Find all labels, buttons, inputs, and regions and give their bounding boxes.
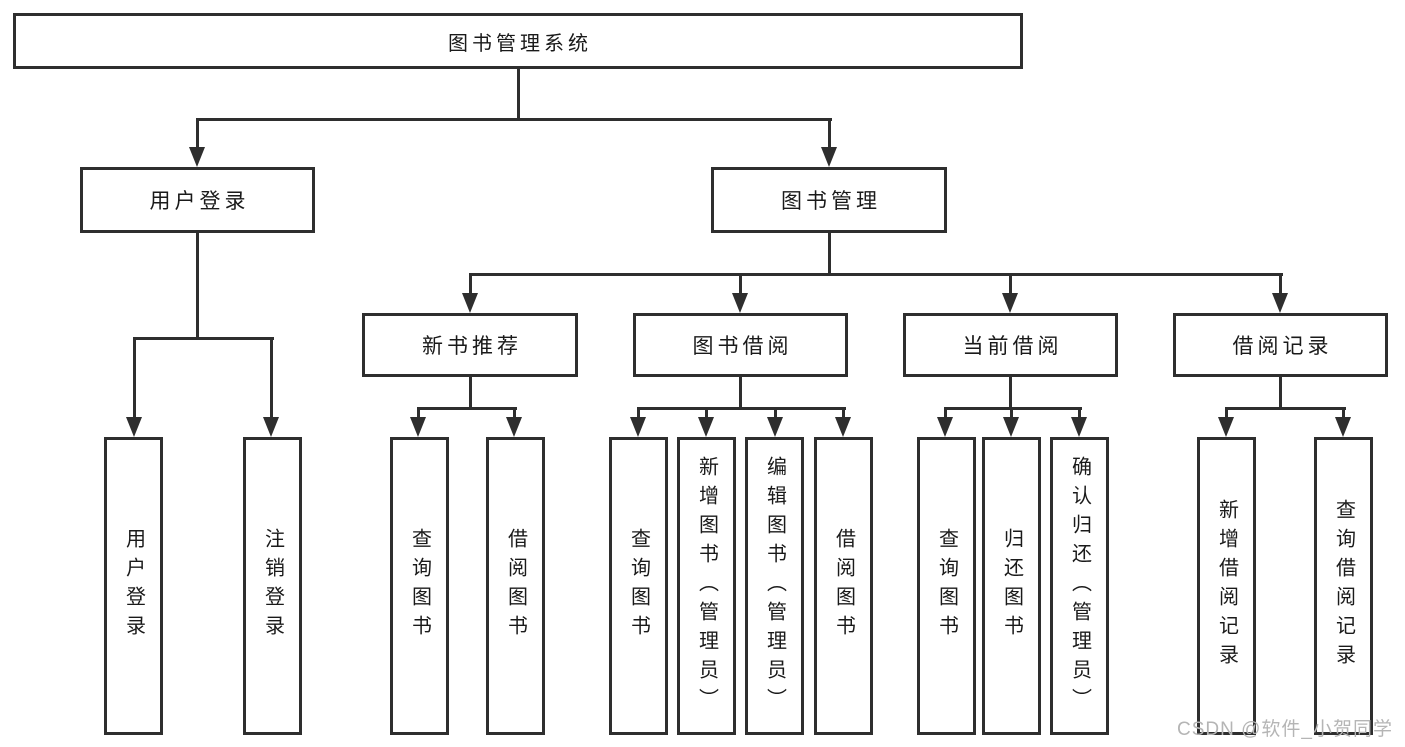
connector-bookmgmt-stem: [828, 233, 831, 276]
leaf-label: 查询借阅记录: [1332, 499, 1355, 673]
arrow-down-icon: [767, 417, 783, 437]
leaf-confirm-return-admin: 确认归还（管理员）: [1050, 437, 1109, 735]
arrow-down-icon: [732, 293, 748, 313]
connector-bookmgmt-bar: [469, 273, 1283, 276]
connector-bookmgmt-drop-4: [1279, 273, 1282, 297]
leaf-user-login: 用户登录: [104, 437, 163, 735]
arrow-down-icon: [1335, 417, 1351, 437]
leaf-label: 确认归还（管理员）: [1068, 455, 1091, 717]
node-borrowing-records: 借阅记录: [1173, 313, 1388, 377]
node-new-book-recommendation: 新书推荐: [362, 313, 578, 377]
leaf-label: 新增图书（管理员）: [695, 455, 718, 717]
connector-userlogin-bar: [133, 337, 274, 340]
connector-newbook-drop-1: [417, 407, 420, 421]
arrow-down-icon: [410, 417, 426, 437]
leaf-label: 查询图书: [627, 528, 650, 644]
leaf-label: 借阅图书: [832, 528, 855, 644]
leaf-borrow-books-borrowing: 借阅图书: [814, 437, 873, 735]
connector-borrowing-drop-2: [705, 407, 708, 421]
leaf-query-books-recommend: 查询图书: [390, 437, 449, 735]
leaf-label: 归还图书: [1000, 528, 1023, 644]
leaf-add-book-admin: 新增图书（管理员）: [677, 437, 736, 735]
connector-records-drop-1: [1225, 407, 1228, 421]
connector-borrowing-stem: [739, 377, 742, 410]
connector-borrowing-drop-1: [637, 407, 640, 421]
node-user-login: 用户登录: [80, 167, 315, 233]
node-current-borrowing: 当前借阅: [903, 313, 1118, 377]
connector-root-drop-left: [196, 118, 199, 150]
connector-bookmgmt-drop-2: [739, 273, 742, 297]
leaf-label: 注销登录: [261, 528, 284, 644]
leaf-return-book: 归还图书: [982, 437, 1041, 735]
leaf-edit-book-admin: 编辑图书（管理员）: [745, 437, 804, 735]
leaf-add-borrow-record: 新增借阅记录: [1197, 437, 1256, 735]
arrow-down-icon: [263, 417, 279, 437]
leaf-label: 用户登录: [122, 528, 145, 644]
connector-records-bar: [1225, 407, 1346, 410]
arrow-down-icon: [1002, 293, 1018, 313]
connector-newbook-stem: [469, 377, 472, 410]
leaf-logout: 注销登录: [243, 437, 302, 735]
arrow-down-icon: [189, 147, 205, 167]
arrow-down-icon: [1218, 417, 1234, 437]
connector-userlogin-stem: [196, 232, 199, 340]
arrow-down-icon: [1272, 293, 1288, 313]
leaf-query-books-current: 查询图书: [917, 437, 976, 735]
arrow-down-icon: [506, 417, 522, 437]
connector-userlogin-drop-1: [133, 337, 136, 421]
leaf-label: 编辑图书（管理员）: [763, 455, 786, 717]
arrow-down-icon: [1003, 417, 1019, 437]
connector-borrowing-drop-3: [774, 407, 777, 421]
arrow-down-icon: [835, 417, 851, 437]
leaf-label: 新增借阅记录: [1215, 499, 1238, 673]
node-book-management: 图书管理: [711, 167, 947, 233]
connector-bookmgmt-drop-3: [1009, 273, 1012, 297]
leaf-borrow-books-recommend: 借阅图书: [486, 437, 545, 735]
arrow-down-icon: [937, 417, 953, 437]
connector-borrowing-bar: [637, 407, 846, 410]
leaf-query-borrow-record: 查询借阅记录: [1314, 437, 1373, 735]
leaf-label: 查询图书: [935, 528, 958, 644]
node-book-borrowing: 图书借阅: [633, 313, 848, 377]
arrow-down-icon: [1071, 417, 1087, 437]
connector-root-bar: [196, 118, 832, 121]
connector-newbook-bar: [417, 407, 517, 410]
connector-current-drop-3: [1078, 407, 1081, 421]
connector-newbook-drop-2: [513, 407, 516, 421]
connector-records-stem: [1279, 377, 1282, 410]
connector-current-drop-2: [1010, 407, 1013, 421]
arrow-down-icon: [630, 417, 646, 437]
connector-root-drop-right: [828, 118, 831, 150]
arrow-down-icon: [698, 417, 714, 437]
leaf-label: 借阅图书: [504, 528, 527, 644]
arrow-down-icon: [462, 293, 478, 313]
connector-borrowing-drop-4: [842, 407, 845, 421]
arrow-down-icon: [821, 147, 837, 167]
arrow-down-icon: [126, 417, 142, 437]
connector-current-bar: [944, 407, 1082, 410]
connector-userlogin-drop-2: [270, 337, 273, 421]
connector-records-drop-2: [1342, 407, 1345, 421]
connector-root-stem: [517, 69, 520, 121]
csdn-watermark: CSDN @软件_小贺同学: [1177, 719, 1393, 740]
node-library-management-system: 图书管理系统: [13, 13, 1023, 69]
connector-current-stem: [1009, 377, 1012, 410]
connector-current-drop-1: [944, 407, 947, 421]
leaf-query-books-borrowing: 查询图书: [609, 437, 668, 735]
leaf-label: 查询图书: [408, 528, 431, 644]
connector-bookmgmt-drop-1: [469, 273, 472, 297]
